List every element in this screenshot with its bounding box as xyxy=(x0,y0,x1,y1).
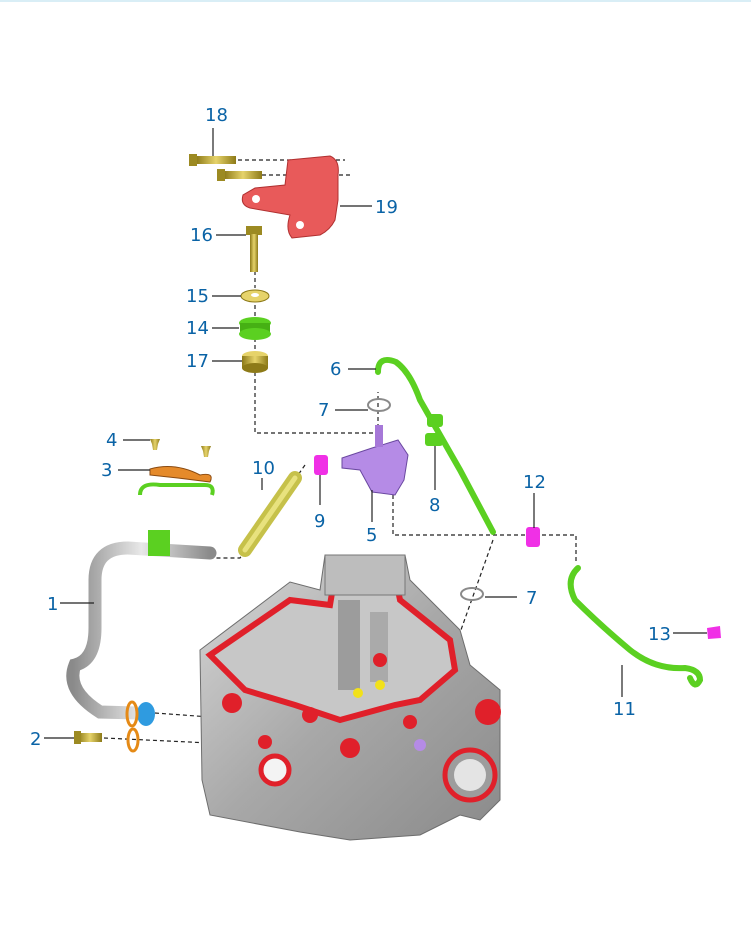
part-7-clip-lower xyxy=(460,587,484,601)
part-18-bolts xyxy=(189,154,262,181)
callout-12: 12 xyxy=(523,472,546,493)
part-3-plate xyxy=(138,466,215,496)
callout-16: 16 xyxy=(190,225,213,246)
part-2-bolt xyxy=(74,727,140,753)
part-9-clip xyxy=(314,455,328,475)
callout-15: 15 xyxy=(186,286,209,307)
part-4-screws xyxy=(150,439,211,457)
callout-17: 17 xyxy=(186,351,209,372)
part-11-hose xyxy=(567,565,704,688)
callout-6: 6 xyxy=(330,359,341,380)
cylinder-head xyxy=(199,554,501,841)
part-14-grommet xyxy=(239,317,271,340)
callout-11: 11 xyxy=(613,699,636,720)
callout-14: 14 xyxy=(186,318,209,339)
callout-10: 10 xyxy=(252,458,275,479)
callouts: 18 19 16 15 14 17 6 7 4 3 10 9 5 8 12 7 … xyxy=(30,105,671,750)
callout-13: 13 xyxy=(648,624,671,645)
part-15-washer xyxy=(240,289,270,303)
callout-7-lower: 7 xyxy=(526,588,537,609)
callout-5: 5 xyxy=(366,525,377,546)
callout-19: 19 xyxy=(375,197,398,218)
top-border xyxy=(0,0,751,2)
part-5-valve xyxy=(341,425,409,496)
callout-9: 9 xyxy=(314,511,325,532)
callout-8: 8 xyxy=(429,495,440,516)
callout-18: 18 xyxy=(205,105,228,126)
callout-7-upper: 7 xyxy=(318,400,329,421)
part-1-air-pipe xyxy=(66,530,217,728)
callout-3: 3 xyxy=(101,460,112,481)
part-17-collar xyxy=(242,351,268,373)
part-10-hose xyxy=(238,471,302,557)
part-12-clip xyxy=(526,527,540,547)
part-19-bracket xyxy=(241,155,339,239)
part-7-clip-upper xyxy=(367,398,391,412)
leader-lines xyxy=(44,128,707,739)
part-6-hose xyxy=(375,357,496,535)
callout-1: 1 xyxy=(47,594,58,615)
callout-4: 4 xyxy=(106,430,117,451)
part-16-bolt xyxy=(246,226,262,272)
part-13-cap xyxy=(707,626,721,639)
callout-2: 2 xyxy=(30,729,41,750)
